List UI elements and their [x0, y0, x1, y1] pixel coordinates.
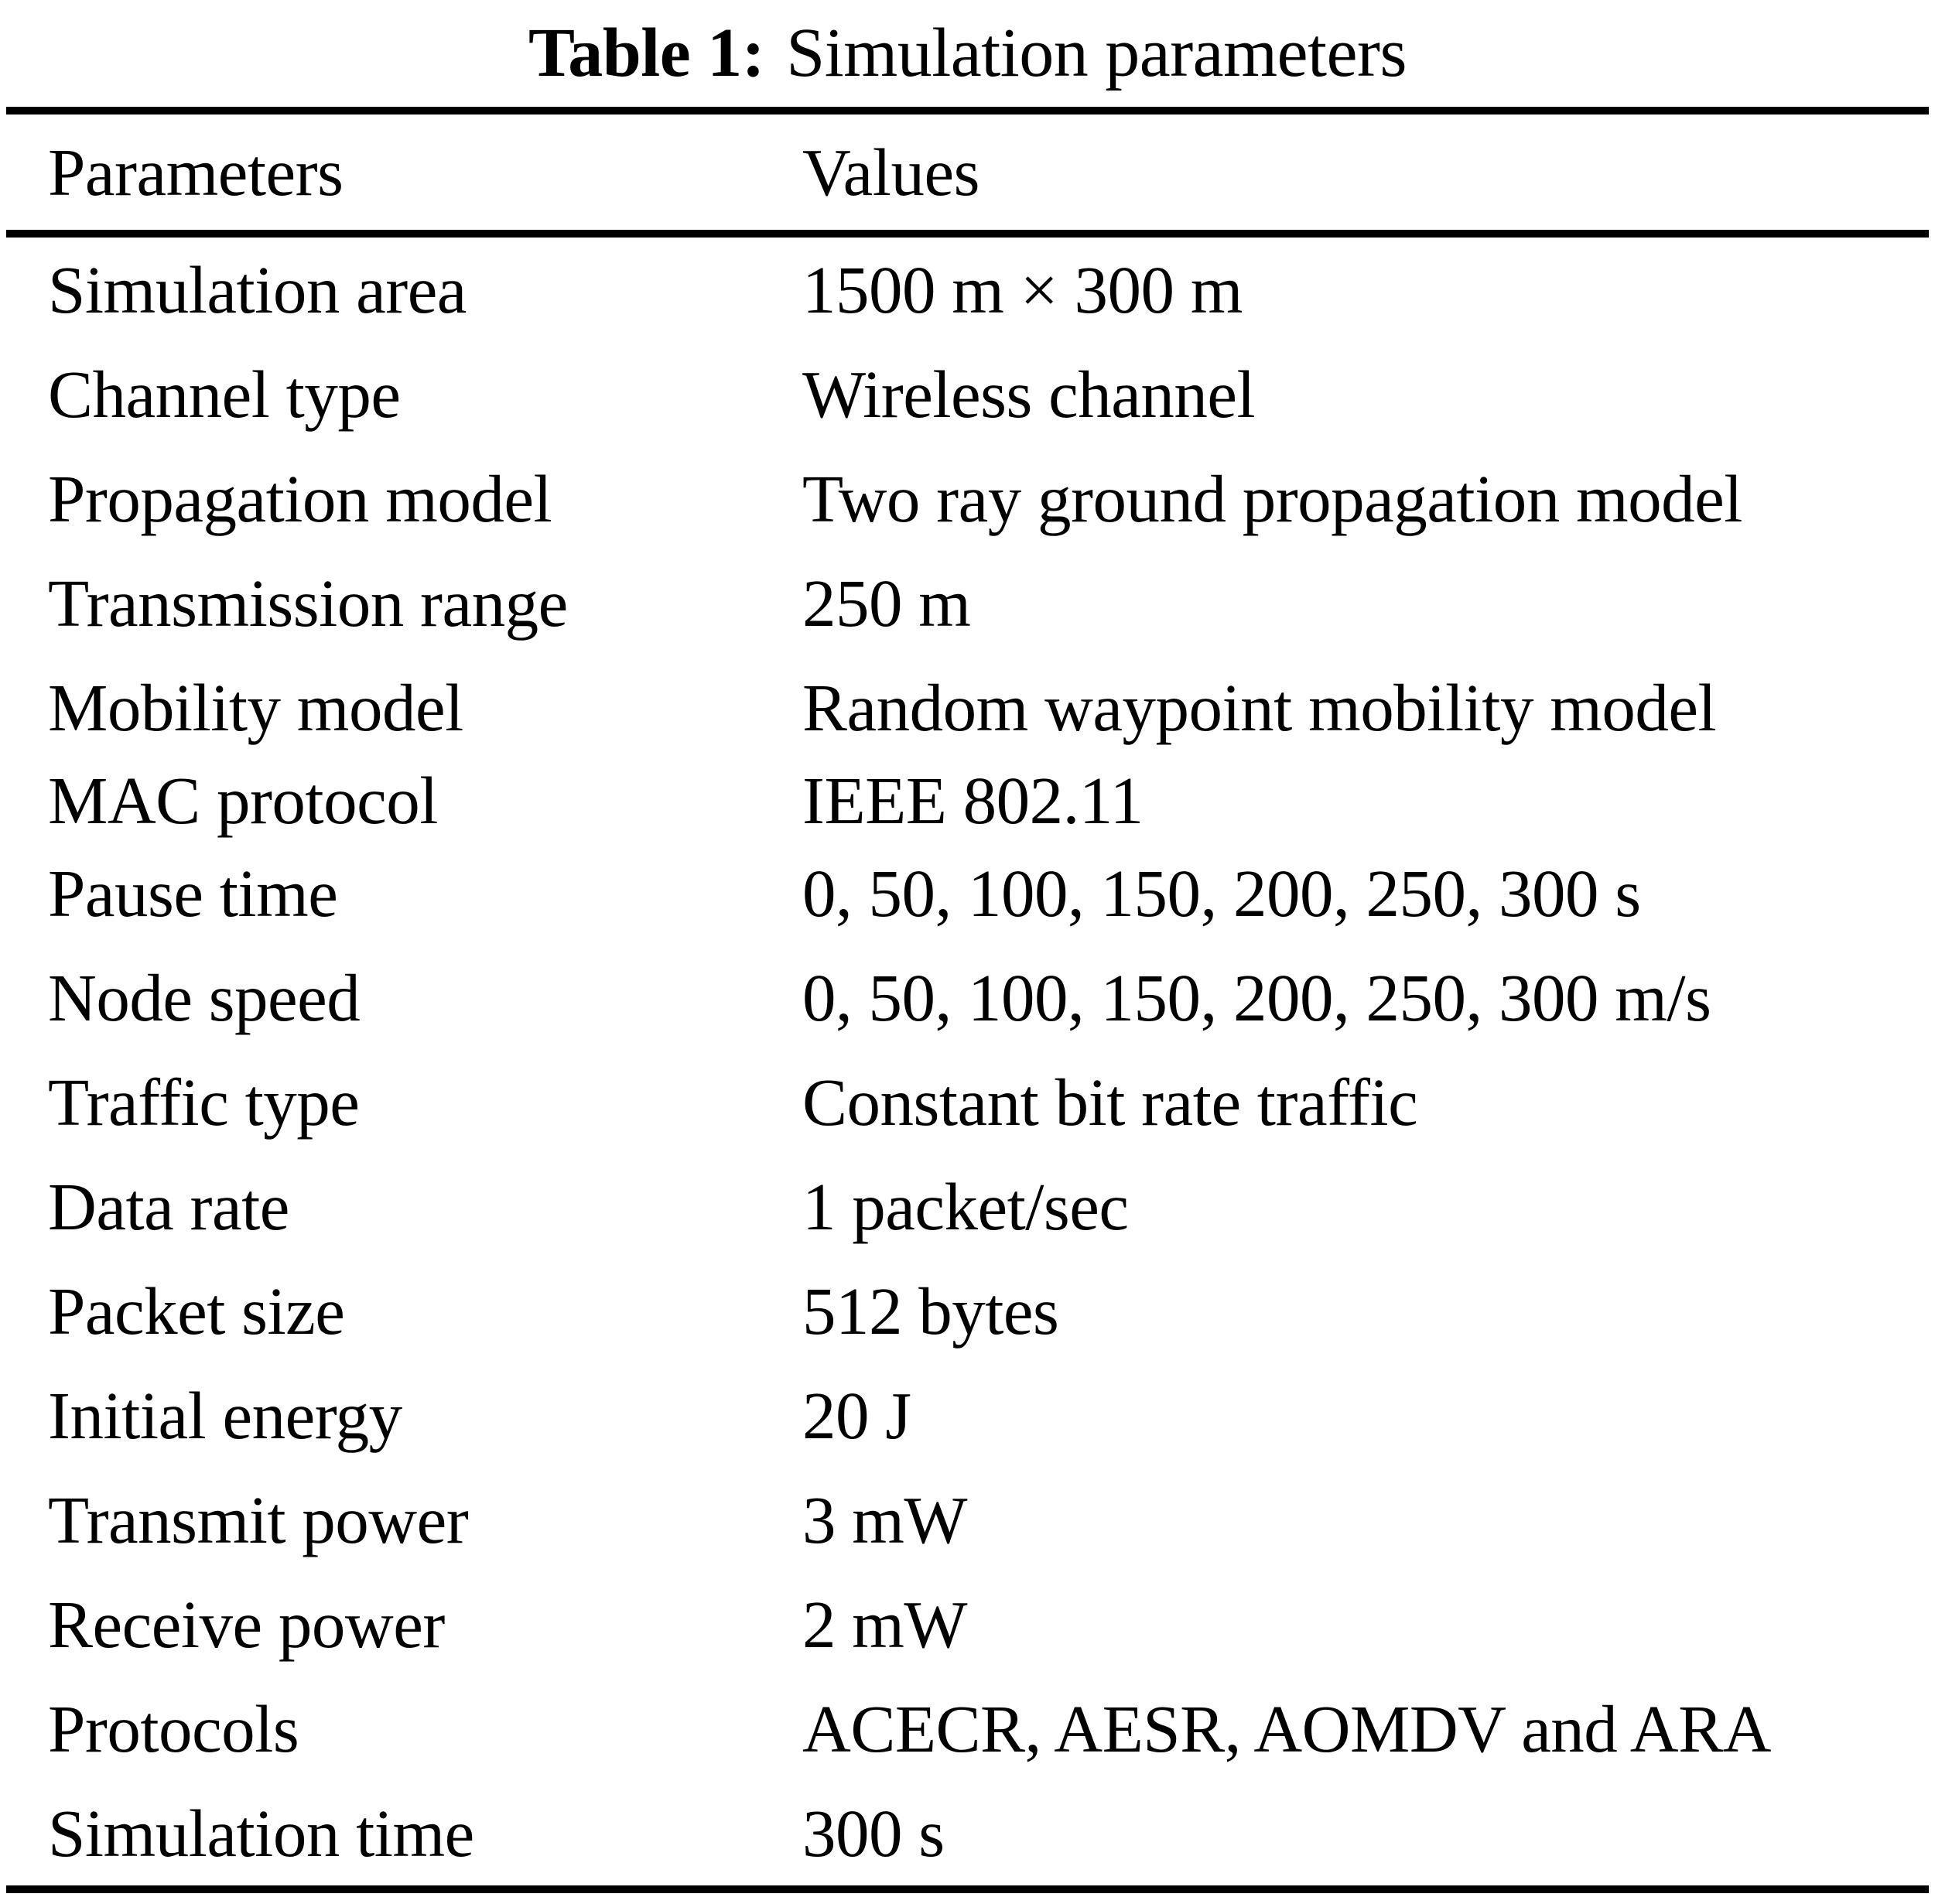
header-rule [6, 230, 1929, 238]
value-cell: Constant bit rate traffic [802, 1065, 1418, 1140]
value-cell: Two ray ground propagation model [802, 461, 1742, 536]
value-cell: 512 bytes [802, 1273, 1059, 1349]
parameter-cell: MAC protocol [48, 763, 438, 838]
parameter-cell: Data rate [48, 1169, 289, 1244]
table-row: Traffic type Constant bit rate traffic [0, 1050, 1935, 1154]
parameter-cell: Transmission range [48, 566, 568, 641]
parameter-cell: Transmit power [48, 1482, 469, 1557]
table-row: Mobility model Random waypoint mobility … [0, 655, 1935, 760]
bottom-rule [6, 1885, 1929, 1893]
header-values: Values [802, 135, 979, 210]
table-row: Propagation model Two ray ground propaga… [0, 446, 1935, 551]
value-cell: IEEE 802.11 [802, 763, 1144, 838]
header-parameters: Parameters [48, 135, 344, 210]
table-row: Transmission range 250 m [0, 551, 1935, 655]
parameter-cell: Propagation model [48, 461, 552, 536]
table-caption-title: Simulation parameters [786, 15, 1407, 91]
value-cell: 1500 m × 300 m [802, 252, 1243, 327]
parameter-cell: Pause time [48, 856, 338, 931]
table-body: Simulation area 1500 m × 300 m Channel t… [0, 238, 1935, 1885]
table-row: Transmit power 3 mW [0, 1468, 1935, 1572]
table-row: Simulation time 300 s [0, 1781, 1935, 1885]
parameter-cell: Simulation area [48, 252, 467, 327]
parameter-cell: Traffic type [48, 1065, 360, 1140]
table-row: Receive power 2 mW [0, 1572, 1935, 1677]
parameter-cell: Receive power [48, 1587, 445, 1662]
table-row: MAC protocol IEEE 802.11 [0, 760, 1935, 841]
table-row: Pause time 0, 50, 100, 150, 200, 250, 30… [0, 841, 1935, 945]
top-rule [6, 107, 1929, 115]
value-cell: ACECR, AESR, AOMDV and ARA [802, 1691, 1771, 1766]
table-row: Data rate 1 packet/sec [0, 1154, 1935, 1259]
parameter-cell: Node speed [48, 960, 361, 1035]
parameter-cell: Simulation time [48, 1796, 474, 1871]
parameter-cell: Channel type [48, 357, 401, 432]
table-row: Node speed 0, 50, 100, 150, 200, 250, 30… [0, 945, 1935, 1050]
value-cell: Wireless channel [802, 357, 1256, 432]
parameter-cell: Protocols [48, 1691, 299, 1766]
value-cell: 250 m [802, 566, 971, 641]
table-caption: Table 1: Simulation parameters [0, 0, 1935, 107]
value-cell: 0, 50, 100, 150, 200, 250, 300 s [802, 856, 1641, 931]
table-row: Protocols ACECR, AESR, AOMDV and ARA [0, 1677, 1935, 1781]
value-cell: 1 packet/sec [802, 1169, 1129, 1244]
table-row: Simulation area 1500 m × 300 m [0, 238, 1935, 342]
table-row: Channel type Wireless channel [0, 342, 1935, 446]
value-cell: 20 J [802, 1378, 911, 1453]
table-caption-number: Table 1: [528, 15, 765, 91]
value-cell: 3 mW [802, 1482, 968, 1557]
parameter-cell: Packet size [48, 1273, 345, 1349]
parameter-cell: Initial energy [48, 1378, 402, 1453]
table-row: Initial energy 20 J [0, 1363, 1935, 1468]
table-header-row: Parameters Values [0, 115, 1935, 230]
table-row: Packet size 512 bytes [0, 1259, 1935, 1363]
value-cell: 0, 50, 100, 150, 200, 250, 300 m/s [802, 960, 1711, 1035]
value-cell: 2 mW [802, 1587, 968, 1662]
value-cell: Random waypoint mobility model [802, 670, 1717, 745]
value-cell: 300 s [802, 1796, 945, 1871]
parameter-cell: Mobility model [48, 670, 463, 745]
